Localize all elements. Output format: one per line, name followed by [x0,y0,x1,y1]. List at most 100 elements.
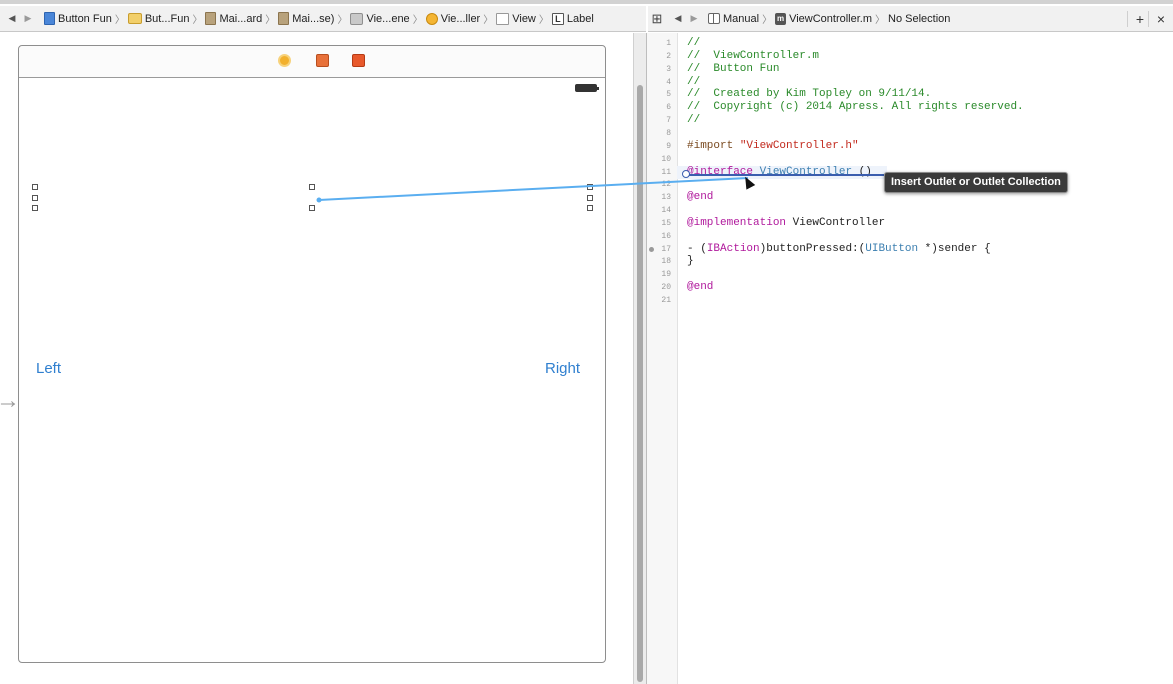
code-line[interactable]: 9#import "ViewController.h" [647,140,1167,153]
objc-source-file-icon: m [775,12,787,25]
resize-handle[interactable] [587,205,593,211]
battery-icon [575,84,599,92]
crumb-label: Manual [723,12,760,25]
left-button[interactable]: Left [36,360,62,377]
line-number: 3 [666,65,671,74]
code-text: // Button Fun [687,63,780,75]
back-arrow-icon[interactable]: ◀ [8,13,16,23]
storyboard-canvas[interactable]: → Left Right [0,33,633,684]
code-line[interactable]: 15 @implementation ViewController [647,217,1167,230]
resize-handle[interactable] [32,205,38,211]
crumb-label: Mai...ard [219,12,263,25]
code-token: ViewController [759,166,853,178]
line-number: 19 [661,270,671,279]
line-number: 5 [666,90,671,99]
crumb-manual[interactable]: Manual [708,13,759,25]
storyboard-icon [205,12,217,25]
line-number: 4 [666,78,671,87]
resize-handle[interactable] [309,184,315,190]
resize-handle[interactable] [587,195,593,201]
code-line[interactable]: 10 [647,153,1167,166]
editor-jump-bar: ⊞ ◀ ▶ Manual 〉 m ViewController.m 〉 No S… [648,6,1173,32]
crumb-scene[interactable]: Vie...ene [350,12,410,25]
related-items-grid-icon[interactable]: ⊞ [651,10,663,26]
crumb-separator: 〉 [762,15,773,26]
code-text: @implementation ViewController [687,217,885,230]
code-line[interactable]: 6// Copyright (c) 2014 Apress. All right… [647,101,1167,114]
crumb-storyboard[interactable]: Mai...ard [205,12,262,25]
line-number: 6 [666,103,671,112]
resize-handle[interactable] [32,184,38,190]
code-text: // Created by Kim Topley on 9/11/14. [687,88,932,100]
code-text: - (IBAction)buttonPressed:(UIButton *)se… [687,243,991,256]
code-line[interactable]: 17 - (IBAction)buttonPressed:(UIButton *)… [647,243,1167,256]
resize-handle[interactable] [587,184,593,190]
code-line[interactable]: 7// [647,114,1167,127]
add-editor-icon[interactable]: + [1127,10,1148,27]
crumb-label: But...Fun [144,12,190,25]
line-number: 18 [661,257,671,266]
right-button[interactable]: Right [545,360,581,377]
line-number: 15 [661,219,671,228]
code-text: // [687,114,701,126]
line-number: 17 [661,245,671,254]
forward-arrow-icon[interactable]: ▶ [24,13,32,23]
view-controller-icon[interactable] [278,54,291,67]
crumb-label: Mai...se) [292,12,335,25]
code-token: () [852,166,872,178]
code-line[interactable]: 19 [647,268,1167,281]
view-controller-icon [425,12,438,25]
code-text: // [687,76,701,88]
code-line[interactable]: 8 [647,127,1167,140]
back-arrow-icon[interactable]: ◀ [674,13,682,23]
code-token: "ViewController.h" [739,140,859,152]
scene-icon [350,12,364,25]
code-text: #import "ViewController.h" [687,140,859,153]
close-editor-icon[interactable]: × [1148,10,1169,27]
code-line[interactable]: 16 [647,230,1167,243]
code-line[interactable]: 3 // Button Fun [647,63,1167,76]
crumb-view-controller[interactable]: Vie...ller [425,12,481,25]
resize-handle[interactable] [32,195,38,201]
storyboard-jump-bar: ◀ ▶ Button Fun 〉 But...Fun 〉 Mai...ard 〉… [0,6,646,32]
crumb-view[interactable]: View [496,12,536,25]
crumb-label: Vie...ller [440,12,481,25]
crumb-file[interactable]: m ViewController.m [775,12,872,25]
code-line[interactable]: 20@end [647,281,1167,294]
crumb-label: No Selection [888,12,951,25]
line-number: 8 [666,129,671,138]
crumb-group[interactable]: But...Fun [127,12,190,25]
code-line[interactable]: 14 [647,204,1167,217]
crumb-storyboard-base[interactable]: Mai...se) [278,12,334,25]
code-token: #import [687,140,740,152]
crumb-label: Label [566,12,594,25]
crumb-project[interactable]: Button Fun [44,12,112,25]
line-number: 2 [666,52,671,61]
scene-dock [19,46,605,78]
storyboard-icon [278,12,290,25]
crumb-separator: 〉 [192,15,203,26]
crumb-selection[interactable]: No Selection [888,13,950,25]
code-line[interactable]: 21 [647,294,1167,307]
project-file-icon [44,12,55,25]
resize-handle[interactable] [309,205,315,211]
code-line[interactable]: 5 // Created by Kim Topley on 9/11/14. [647,88,1167,101]
code-line[interactable]: 18} [647,255,1167,268]
crumb-label-item[interactable]: L Label [551,12,594,25]
action-connection-dot-icon[interactable] [649,247,654,252]
crumb-separator: 〉 [412,15,423,26]
line-number: 1 [666,39,671,48]
scrollbar-thumb[interactable] [637,85,643,682]
code-token: @implementation [687,217,793,229]
forward-arrow-icon[interactable]: ▶ [690,13,698,23]
code-line[interactable]: 1// [647,37,1167,50]
exit-icon[interactable] [352,54,365,67]
code-line[interactable]: 2// ViewController.m [647,50,1167,63]
code-text: @end [687,191,714,203]
editor-divider-scrollbar[interactable] [633,33,647,684]
insert-outlet-tooltip: Insert Outlet or Outlet Collection [884,172,1068,193]
view-controller-scene[interactable] [18,45,606,663]
code-line[interactable]: 4 // [647,76,1167,89]
first-responder-icon[interactable] [316,54,329,67]
